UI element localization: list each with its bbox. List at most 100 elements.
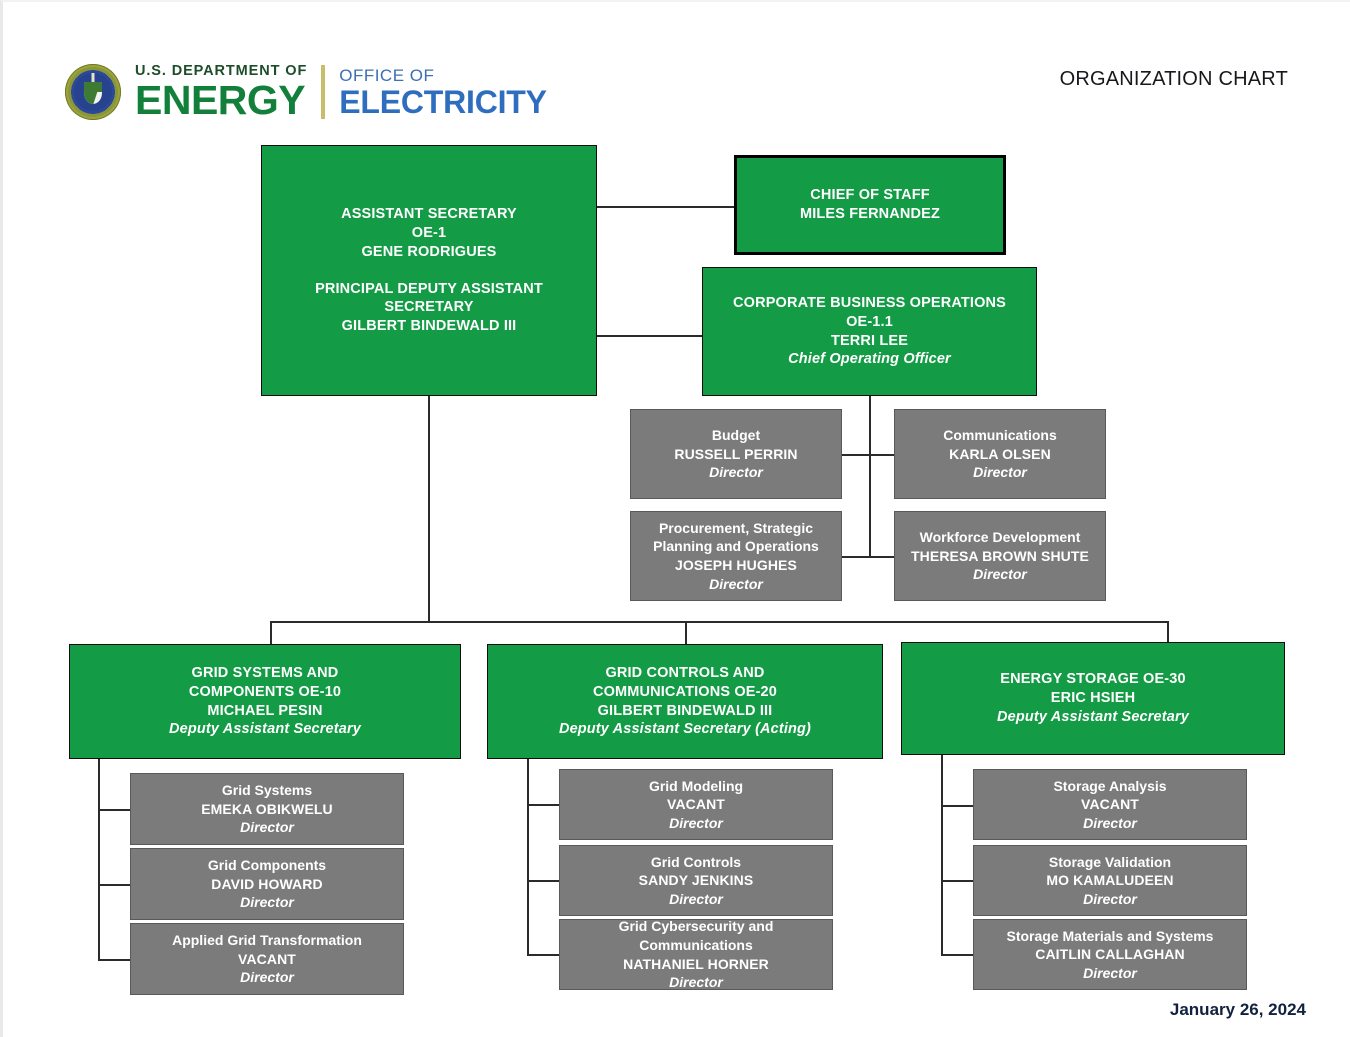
box-cbo-unit-workforce-development[interactable]: Workforce Development THERESA BROWN SHUT… [894,511,1106,601]
box-division-energy-storage[interactable]: ENERGY STORAGE OE-30 ERIC HSIEH Deputy A… [901,642,1285,755]
connector-div2-unit-3 [527,954,560,956]
brand-divider [321,65,326,119]
unit-role: Director [1083,814,1137,831]
division-head-role: Deputy Assistant Secretary [997,708,1189,725]
unit-name: JOSEPH HUGHES [675,557,797,573]
office-line: OFFICE OF [339,65,435,85]
box-unit-grid-controls[interactable]: Grid Controls SANDY JENKINS Director [559,845,833,916]
chart-date: January 26, 2024 [1169,1000,1306,1019]
connector-div3-spine [941,755,943,955]
unit-name: CAITLIN CALLAGHAN [1035,946,1185,963]
pdas-title-2: SECRETARY [384,299,474,316]
division-head-role: Deputy Assistant Secretary [169,721,361,738]
connector-div2-unit-1 [527,804,560,806]
unit-title: Communications [943,427,1057,444]
box-unit-grid-systems[interactable]: Grid Systems EMEKA OBIKWELU Director [130,773,404,845]
division-title-line2: COMMUNICATIONS OE-20 [593,683,777,700]
connector-divisions-bus [270,621,1168,623]
division-head-name: MICHAEL PESIN [207,702,323,719]
unit-name: DAVID HOWARD [211,875,323,892]
unit-title: Applied Grid Transformation [172,932,362,949]
box-corporate-business-operations[interactable]: CORPORATE BUSINESS OPERATIONS OE-1.1 TER… [702,267,1037,396]
unit-title: Workforce Development [919,529,1081,546]
unit-title: Storage Analysis [1053,777,1167,794]
unit-title: Grid Modeling [648,777,744,794]
unit-name: KARLA OLSEN [949,445,1051,462]
unit-role: Director [240,969,294,986]
unit-title: Grid Systems [221,782,313,799]
box-assistant-secretary[interactable]: ASSISTANT SECRETARY OE-1 GENE RODRIGUES … [261,145,597,396]
connector-as-to-cbo [597,335,703,337]
division-title-line2: COMPONENTS OE-10 [188,683,342,700]
division-title-line1: GRID CONTROLS AND [605,664,765,681]
box-unit-storage-materials-and-systems[interactable]: Storage Materials and Systems CAITLIN CA… [973,919,1247,990]
box-division-grid-systems-and-components[interactable]: GRID SYSTEMS AND COMPONENTS OE-10 MICHAE… [69,644,461,759]
cbo-title: CORPORATE BUSINESS OPERATIONS [733,294,1006,311]
pdas-title-1: PRINCIPAL DEPUTY ASSISTANT [315,280,543,297]
as-name: GENE RODRIGUES [361,243,497,260]
connector-div3-unit-2 [941,880,974,882]
unit-role: Director [1083,964,1137,981]
unit-role: Director [669,974,723,991]
as-code: OE-1 [411,224,447,241]
connector-div1-unit-3 [98,959,131,961]
electricity-word: ELECTRICITY [339,83,547,120]
box-chief-of-staff[interactable]: CHIEF OF STAFF MILES FERNANDEZ [734,155,1006,255]
box-unit-grid-cybersecurity-and-communications[interactable]: Grid Cybersecurity and Communications NA… [559,918,833,991]
box-cbo-unit-budget[interactable]: Budget RUSSELL PERRIN Director [630,409,842,499]
connector-as-spine-down [428,396,430,622]
unit-role: Director [1083,890,1137,907]
connector-div3-unit-3 [941,954,974,956]
connector-bus-to-div-1 [270,621,272,644]
doe-brand-lockup: U.S. DEPARTMENT OF ENERGY OFFICE OF ELEC… [65,60,547,124]
unit-role: Director [669,814,723,831]
box-unit-storage-analysis[interactable]: Storage Analysis VACANT Director [973,769,1247,840]
unit-name: NATHANIEL HORNER [623,955,769,972]
unit-name: THERESA BROWN SHUTE [911,547,1089,564]
unit-name: EMEKA OBIKWELU [201,800,333,817]
unit-title-line2: Planning and Operations [653,538,819,555]
division-head-name: GILBERT BINDEWALD III [597,702,773,719]
unit-title: Storage Validation [1048,853,1172,870]
connector-div3-unit-1 [941,805,974,807]
box-division-grid-controls-and-communications[interactable]: GRID CONTROLS AND COMMUNICATIONS OE-20 G… [487,644,883,759]
cos-title: CHIEF OF STAFF [810,187,930,204]
cbo-role: Chief Operating Officer [788,351,951,368]
cos-name: MILES FERNANDEZ [800,206,940,222]
division-head-name: ERIC HSIEH [1050,690,1136,707]
doe-wordmark: U.S. DEPARTMENT OF ENERGY [135,63,321,123]
box-unit-grid-modeling[interactable]: Grid Modeling VACANT Director [559,769,833,840]
page-title: ORGANIZATION CHART [1059,68,1288,90]
connector-cbo-budget [841,454,870,456]
division-head-role: Deputy Assistant Secretary (Acting) [558,721,812,738]
doe-energy-word: ENERGY [135,76,306,123]
box-cbo-unit-procurement[interactable]: Procurement, Strategic Planning and Oper… [630,511,842,601]
box-unit-applied-grid-transformation[interactable]: Applied Grid Transformation VACANT Direc… [130,923,404,995]
unit-title: Budget [711,427,761,444]
unit-role: Director [240,894,294,911]
unit-role: Director [240,819,294,836]
cbo-name: TERRI LEE [830,332,909,349]
unit-name: SANDY JENKINS [638,872,754,889]
unit-name: VACANT [238,950,296,967]
box-cbo-unit-communications[interactable]: Communications KARLA OLSEN Director [894,409,1106,499]
connector-div2-spine [527,757,529,956]
box-unit-storage-validation[interactable]: Storage Validation MO KAMALUDEEN Directo… [973,845,1247,916]
connector-cbo-workforce [869,556,895,558]
doe-department-line: U.S. DEPARTMENT OF [135,63,308,80]
division-title-line1: GRID SYSTEMS AND [191,664,339,681]
unit-role: Director [709,575,763,592]
unit-role: Director [669,890,723,907]
cbo-code: OE-1.1 [846,313,893,330]
connector-as-to-chief-of-staff [597,206,735,208]
unit-role: Director [973,464,1027,481]
unit-name: VACANT [1081,796,1139,813]
unit-name: VACANT [667,796,725,813]
connector-div1-spine [98,759,100,961]
box-unit-grid-components[interactable]: Grid Components DAVID HOWARD Director [130,848,404,920]
connector-div2-unit-2 [527,880,560,882]
unit-role: Director [973,566,1027,583]
connector-bus-to-div-3 [1167,621,1169,644]
unit-role: Director [709,464,763,481]
